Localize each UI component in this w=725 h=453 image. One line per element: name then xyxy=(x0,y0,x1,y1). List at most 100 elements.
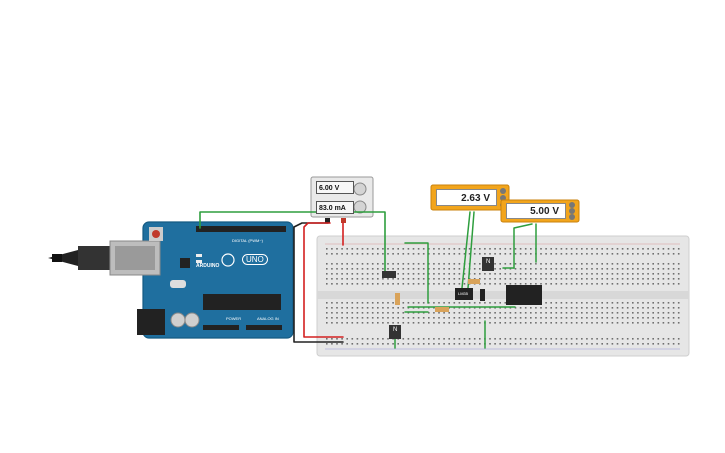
breadboard-hole[interactable] xyxy=(591,253,593,255)
breadboard-hole[interactable] xyxy=(448,302,450,304)
breadboard-hole[interactable] xyxy=(545,302,547,304)
breadboard-hole[interactable] xyxy=(407,283,410,285)
breadboard-hole[interactable] xyxy=(361,317,364,319)
resistor-2[interactable] xyxy=(435,307,449,312)
breadboard-hole[interactable] xyxy=(387,278,389,280)
breadboard-hole[interactable] xyxy=(540,338,542,340)
breadboard-hole[interactable] xyxy=(448,317,450,319)
breadboard-hole[interactable] xyxy=(371,278,374,280)
breadboard-hole[interactable] xyxy=(484,278,486,280)
breadboard-hole[interactable] xyxy=(341,273,343,275)
breadboard-hole[interactable] xyxy=(351,317,354,319)
breadboard-hole[interactable] xyxy=(560,283,563,285)
breadboard-hole[interactable] xyxy=(412,248,415,250)
breadboard-hole[interactable] xyxy=(652,248,654,250)
breadboard-hole[interactable] xyxy=(412,268,415,270)
breadboard-hole[interactable] xyxy=(397,273,399,275)
breadboard-hole[interactable] xyxy=(463,317,466,319)
breadboard-hole[interactable] xyxy=(417,268,420,270)
breadboard-hole[interactable] xyxy=(565,273,568,275)
resistor-1[interactable] xyxy=(395,293,400,305)
breadboard-hole[interactable] xyxy=(422,322,425,324)
breadboard-hole[interactable] xyxy=(667,322,670,324)
breadboard-hole[interactable] xyxy=(606,283,609,285)
breadboard-hole[interactable] xyxy=(667,268,670,270)
breadboard-hole[interactable] xyxy=(341,307,343,309)
breadboard-hole[interactable] xyxy=(524,338,527,340)
breadboard-hole[interactable] xyxy=(519,312,522,314)
breadboard-hole[interactable] xyxy=(366,338,369,340)
breadboard-hole[interactable] xyxy=(387,253,389,255)
breadboard-hole[interactable] xyxy=(428,273,430,275)
breadboard-hole[interactable] xyxy=(341,338,343,340)
breadboard-hole[interactable] xyxy=(366,268,369,270)
transistor-2[interactable] xyxy=(389,325,401,339)
breadboard-hole[interactable] xyxy=(499,343,501,345)
breadboard-hole[interactable] xyxy=(504,248,507,250)
breadboard-hole[interactable] xyxy=(387,263,389,265)
breadboard-hole[interactable] xyxy=(387,268,389,270)
breadboard-hole[interactable] xyxy=(632,283,634,285)
breadboard-hole[interactable] xyxy=(392,312,394,314)
breadboard-hole[interactable] xyxy=(382,263,384,265)
breadboard-hole[interactable] xyxy=(652,283,654,285)
breadboard-hole[interactable] xyxy=(417,338,420,340)
breadboard-hole[interactable] xyxy=(371,343,374,345)
breadboard-hole[interactable] xyxy=(519,248,522,250)
breadboard-hole[interactable] xyxy=(535,322,537,324)
breadboard-hole[interactable] xyxy=(565,322,568,324)
breadboard-hole[interactable] xyxy=(662,248,665,250)
breadboard-hole[interactable] xyxy=(514,253,517,255)
breadboard-hole[interactable] xyxy=(402,263,405,265)
breadboard-hole[interactable] xyxy=(581,248,583,250)
breadboard-hole[interactable] xyxy=(586,338,588,340)
breadboard-hole[interactable] xyxy=(499,268,501,270)
breadboard-hole[interactable] xyxy=(336,307,338,309)
breadboard-hole[interactable] xyxy=(484,253,486,255)
breadboard-hole[interactable] xyxy=(647,253,649,255)
breadboard-hole[interactable] xyxy=(637,278,639,280)
breadboard-hole[interactable] xyxy=(570,263,573,265)
breadboard-hole[interactable] xyxy=(499,273,501,275)
breadboard-hole[interactable] xyxy=(473,268,476,270)
components[interactable] xyxy=(382,257,542,339)
breadboard-hole[interactable] xyxy=(596,253,598,255)
breadboard-hole[interactable] xyxy=(463,283,466,285)
breadboard-hole[interactable] xyxy=(331,312,333,314)
breadboard-hole[interactable] xyxy=(443,263,445,265)
breadboard-hole[interactable] xyxy=(438,322,440,324)
breadboard-hole[interactable] xyxy=(570,317,573,319)
breadboard-hole[interactable] xyxy=(545,248,547,250)
breadboard-hole[interactable] xyxy=(341,268,343,270)
breadboard-hole[interactable] xyxy=(453,278,456,280)
breadboard-hole[interactable] xyxy=(667,248,670,250)
breadboard-hole[interactable] xyxy=(555,338,558,340)
breadboard-hole[interactable] xyxy=(479,343,481,345)
breadboard-hole[interactable] xyxy=(346,307,348,309)
breadboard-hole[interactable] xyxy=(586,273,588,275)
breadboard-hole[interactable] xyxy=(484,307,486,309)
breadboard-hole[interactable] xyxy=(377,302,379,304)
breadboard-hole[interactable] xyxy=(657,253,660,255)
breadboard-hole[interactable] xyxy=(677,273,680,275)
breadboard-hole[interactable] xyxy=(626,302,629,304)
breadboard-hole[interactable] xyxy=(677,322,680,324)
breadboard-hole[interactable] xyxy=(499,283,501,285)
breadboard-hole[interactable] xyxy=(356,268,359,270)
breadboard-hole[interactable] xyxy=(422,317,425,319)
breadboard-hole[interactable] xyxy=(611,268,614,270)
breadboard-hole[interactable] xyxy=(377,307,379,309)
breadboard-hole[interactable] xyxy=(504,278,507,280)
breadboard-hole[interactable] xyxy=(473,253,476,255)
breadboard-hole[interactable] xyxy=(662,302,665,304)
breadboard-hole[interactable] xyxy=(524,253,527,255)
breadboard-hole[interactable] xyxy=(519,307,522,309)
breadboard-hole[interactable] xyxy=(581,278,583,280)
breadboard-hole[interactable] xyxy=(591,263,593,265)
breadboard-hole[interactable] xyxy=(397,268,399,270)
breadboard-hole[interactable] xyxy=(555,253,558,255)
breadboard-hole[interactable] xyxy=(428,253,430,255)
breadboard-hole[interactable] xyxy=(555,263,558,265)
breadboard-hole[interactable] xyxy=(371,268,374,270)
breadboard-hole[interactable] xyxy=(377,283,379,285)
